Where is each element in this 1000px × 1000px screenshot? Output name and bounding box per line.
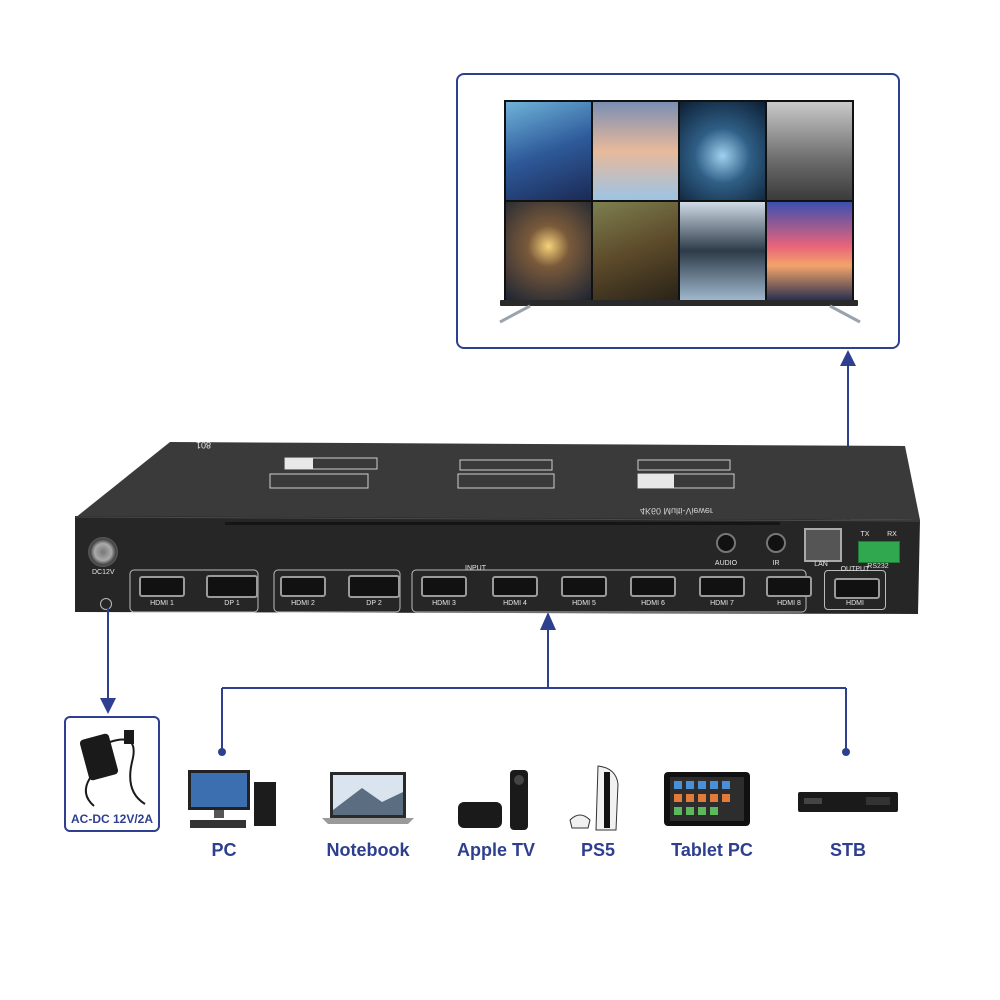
dp-1-port[interactable] <box>206 575 258 598</box>
multiview-window-7 <box>680 202 765 300</box>
lan-port[interactable] <box>804 528 842 562</box>
lan-label: LAN <box>814 561 828 568</box>
tx-label: TX <box>860 531 870 538</box>
power-arrow <box>100 608 116 714</box>
dp-2-port[interactable] <box>348 575 400 598</box>
input-port-row: INPUT <box>130 565 808 610</box>
source-label-stb: STB <box>830 840 866 860</box>
output-header: OUTPUT <box>840 566 870 573</box>
hdmi-6-label: HDMI 6 <box>641 600 665 607</box>
rs232-label: RS232 <box>867 563 889 570</box>
hdmi-4-label: HDMI 4 <box>503 600 527 607</box>
input-header: INPUT <box>465 565 486 572</box>
source-label-ps5: PS5 <box>580 840 616 860</box>
tablet-icon <box>664 772 750 826</box>
notebook-icon <box>322 772 414 824</box>
rs232-terminal[interactable] <box>858 541 900 563</box>
device-model-top: 801 <box>196 440 212 450</box>
multiview-window-2 <box>593 102 678 200</box>
source-label-notebook: Notebook <box>326 840 410 860</box>
pc-icon <box>188 770 276 828</box>
stb-icon <box>798 792 898 812</box>
hdmi-output-port[interactable] <box>834 578 880 599</box>
multiview-window-5 <box>506 202 591 300</box>
hdmi-3-label: HDMI 3 <box>432 600 456 607</box>
hdmi-2-label: HDMI 2 <box>291 600 315 607</box>
dp-2-label: DP 2 <box>366 600 382 607</box>
hdmi-6-port[interactable] <box>630 576 676 597</box>
hdmi-1-port[interactable] <box>139 576 185 597</box>
power-jack[interactable] <box>88 537 118 567</box>
device-model-mirrored: 4K60 Multi-Viewer <box>640 506 713 516</box>
multiview-window-8 <box>767 202 852 300</box>
input-distribution-lines <box>218 612 850 756</box>
ps5-icon <box>569 765 619 831</box>
output-port-frame <box>824 570 886 610</box>
tv-stand <box>499 304 861 324</box>
audio-jack[interactable] <box>716 533 736 553</box>
hdmi-8-port[interactable] <box>766 576 812 597</box>
hdmi-7-label: HDMI 7 <box>710 600 734 607</box>
ir-jack[interactable] <box>766 533 786 553</box>
power-adapter-label: AC-DC 12V/2A <box>70 812 154 826</box>
ground-screw <box>100 598 112 610</box>
hdmi-output-label: HDMI <box>846 600 864 607</box>
ir-label: IR <box>772 560 780 567</box>
tv-bezel <box>500 300 858 306</box>
power-adapter-icon <box>79 730 146 807</box>
hdmi-3-port[interactable] <box>421 576 467 597</box>
hdmi-7-port[interactable] <box>699 576 745 597</box>
hdmi-8-label: HDMI 8 <box>777 600 801 607</box>
hdmi-5-port[interactable] <box>561 576 607 597</box>
source-label-apple-tv: Apple TV <box>456 840 535 860</box>
multiview-window-3 <box>680 102 765 200</box>
source-label-pc: PC <box>211 840 237 860</box>
multiview-window-4 <box>767 102 852 200</box>
multiview-window-6 <box>593 202 678 300</box>
hdmi-1-label: HDMI 1 <box>150 600 174 607</box>
power-port-label: DC12V <box>92 569 115 576</box>
hdmi-4-port[interactable] <box>492 576 538 597</box>
audio-label: AUDIO <box>714 560 738 567</box>
multiview-window-1 <box>506 102 591 200</box>
apple-tv-icon <box>458 770 528 830</box>
tv-screen <box>504 100 854 302</box>
source-label-tablet-pc: Tablet PC <box>671 840 753 860</box>
hdmi-5-label: HDMI 5 <box>572 600 596 607</box>
dp-1-label: DP 1 <box>224 600 240 607</box>
rx-label: RX <box>887 531 897 538</box>
hdmi-2-port[interactable] <box>280 576 326 597</box>
